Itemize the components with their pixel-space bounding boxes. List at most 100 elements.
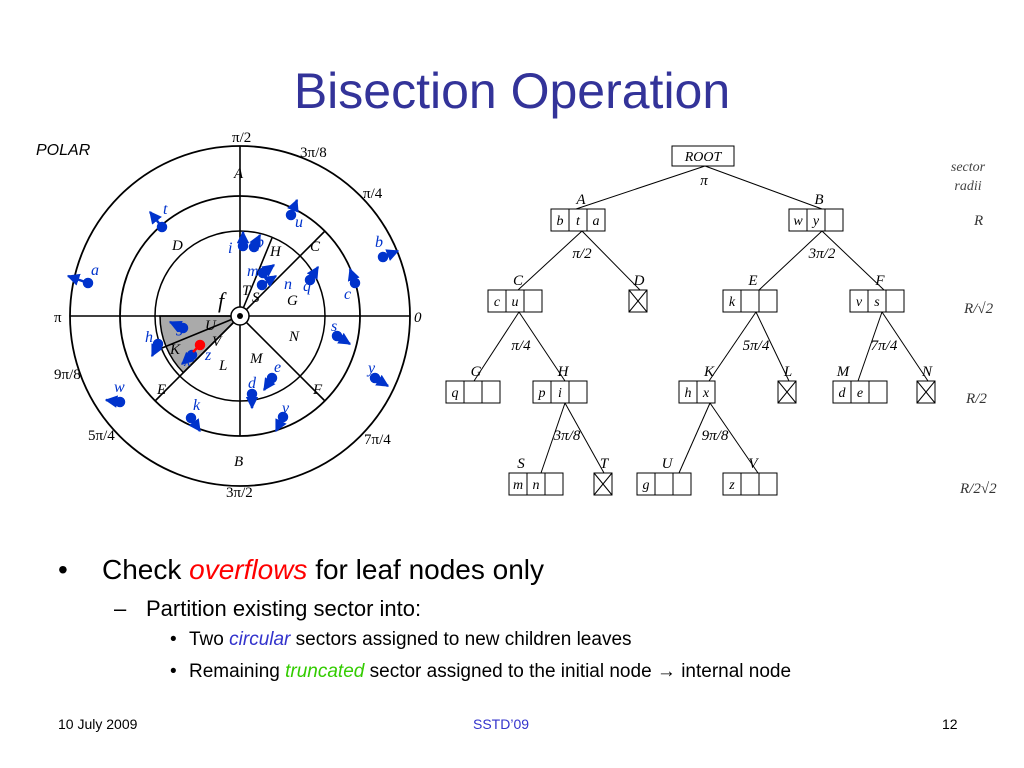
radius-label: R/√2 xyxy=(963,301,994,317)
footer-venue: SSTD’09 xyxy=(473,716,530,732)
region-label-l: L xyxy=(218,358,227,374)
region-label-e: E xyxy=(156,382,166,398)
node-cell xyxy=(758,289,778,313)
bullet-dot-icon: • xyxy=(170,661,177,682)
point-label-w: w xyxy=(114,379,125,396)
sector-lines xyxy=(70,146,410,436)
bullet-level-2: – Partition existing sector into: xyxy=(58,594,791,624)
node-entry: u xyxy=(512,295,519,310)
point-label-i: i xyxy=(228,240,232,257)
node-cell xyxy=(654,472,674,496)
point-label-y: y xyxy=(366,360,376,377)
node-label: N xyxy=(921,364,933,380)
point-label-x: x xyxy=(183,353,191,370)
angle-label: π/4 xyxy=(363,186,383,202)
node-label: K xyxy=(703,364,715,380)
node-entry: z xyxy=(728,478,735,493)
region-label-d: D xyxy=(171,238,183,254)
node-label: F xyxy=(874,273,885,289)
region-label-m: M xyxy=(249,351,264,367)
bullet-dot-icon: • xyxy=(58,554,68,585)
bullet-text: sector assigned to the initial node xyxy=(369,661,652,682)
bullet-level-1: • Check overflows for leaf nodes only xyxy=(58,552,791,588)
slide-title: Bisection Operation xyxy=(293,63,731,119)
node-cell xyxy=(568,380,588,404)
node-cell xyxy=(586,208,606,232)
empty-leaf-cross xyxy=(777,380,797,404)
point-label-e: e xyxy=(274,359,281,376)
angle-label: 7π/4 xyxy=(364,432,391,448)
bullet-dash-icon: – xyxy=(114,596,127,621)
node-label: U xyxy=(662,456,674,472)
tree-node-l: L xyxy=(777,364,797,404)
node-entry: e xyxy=(857,386,863,401)
tree-edges xyxy=(473,165,929,474)
node-entry: y xyxy=(811,214,820,229)
point-label-h: h xyxy=(145,329,153,346)
tree-node-g: Gq xyxy=(445,364,501,404)
point-label-v: v xyxy=(282,400,290,417)
bullet-level-3: • Remaining truncated sector assigned to… xyxy=(58,656,791,688)
region-labels: A B C D E F G H K L M N T S U V xyxy=(156,166,323,470)
bullet-dot-icon: • xyxy=(170,629,177,650)
region-label-u: U xyxy=(205,318,217,334)
node-cell xyxy=(740,472,760,496)
node-cell xyxy=(824,208,844,232)
node-cell xyxy=(885,289,905,313)
region-label-f: F xyxy=(312,382,323,398)
split-label: π xyxy=(700,173,708,189)
region-label-k: K xyxy=(169,342,181,358)
node-label: D xyxy=(633,273,645,289)
bullet-emphasis-circular: circular xyxy=(229,629,291,650)
node-label: V xyxy=(748,456,759,472)
region-label-c: C xyxy=(310,239,321,255)
split-label: 7π/4 xyxy=(871,338,898,354)
node-cell xyxy=(481,380,501,404)
angle-label: 5π/4 xyxy=(88,428,115,444)
node-label: G xyxy=(471,364,482,380)
point-labels: a b c d e g h i k m n p q s t u v w x y … xyxy=(91,201,383,417)
node-cell xyxy=(463,380,483,404)
node-entry: q xyxy=(452,386,459,401)
bullet-text: internal node xyxy=(681,661,792,682)
node-entry: n xyxy=(533,478,540,493)
radius-label: R/2 xyxy=(965,391,987,407)
point-label-a: a xyxy=(91,262,99,279)
node-label: C xyxy=(513,273,524,289)
node-entry: k xyxy=(729,295,736,310)
bullet-list: • Check overflows for leaf nodes only – … xyxy=(58,552,791,688)
node-entry: b xyxy=(557,214,564,229)
node-label: L xyxy=(783,364,792,380)
point-label-b: b xyxy=(375,234,383,251)
node-entry: g xyxy=(643,478,650,493)
region-label-h: H xyxy=(269,244,282,260)
node-cell xyxy=(868,380,888,404)
bullet-level-3: • Two circular sectors assigned to new c… xyxy=(58,624,791,656)
point-label-k: k xyxy=(193,397,201,414)
node-cell xyxy=(758,472,778,496)
footer-date: 10 July 2009 xyxy=(58,716,138,732)
region-label-g: G xyxy=(287,293,298,309)
angle-label: 3π/2 xyxy=(226,485,253,501)
radii-header: radii xyxy=(954,179,981,194)
node-entry: w xyxy=(793,214,803,229)
bullet-text: for leaf nodes only xyxy=(315,554,545,585)
point-label-p: p xyxy=(255,234,264,251)
radius-label: R/2√2 xyxy=(959,481,997,497)
node-cell xyxy=(523,289,543,313)
point-label-g: g xyxy=(176,319,184,336)
radii-labels: R R/√2 R/2 R/2√2 xyxy=(959,213,997,497)
node-entry: i xyxy=(558,386,562,401)
node-entry: v xyxy=(856,295,863,310)
angle-label: 3π/8 xyxy=(300,145,327,161)
root-node xyxy=(671,145,735,167)
point-label-q: q xyxy=(303,278,311,295)
node-label: E xyxy=(747,273,757,289)
